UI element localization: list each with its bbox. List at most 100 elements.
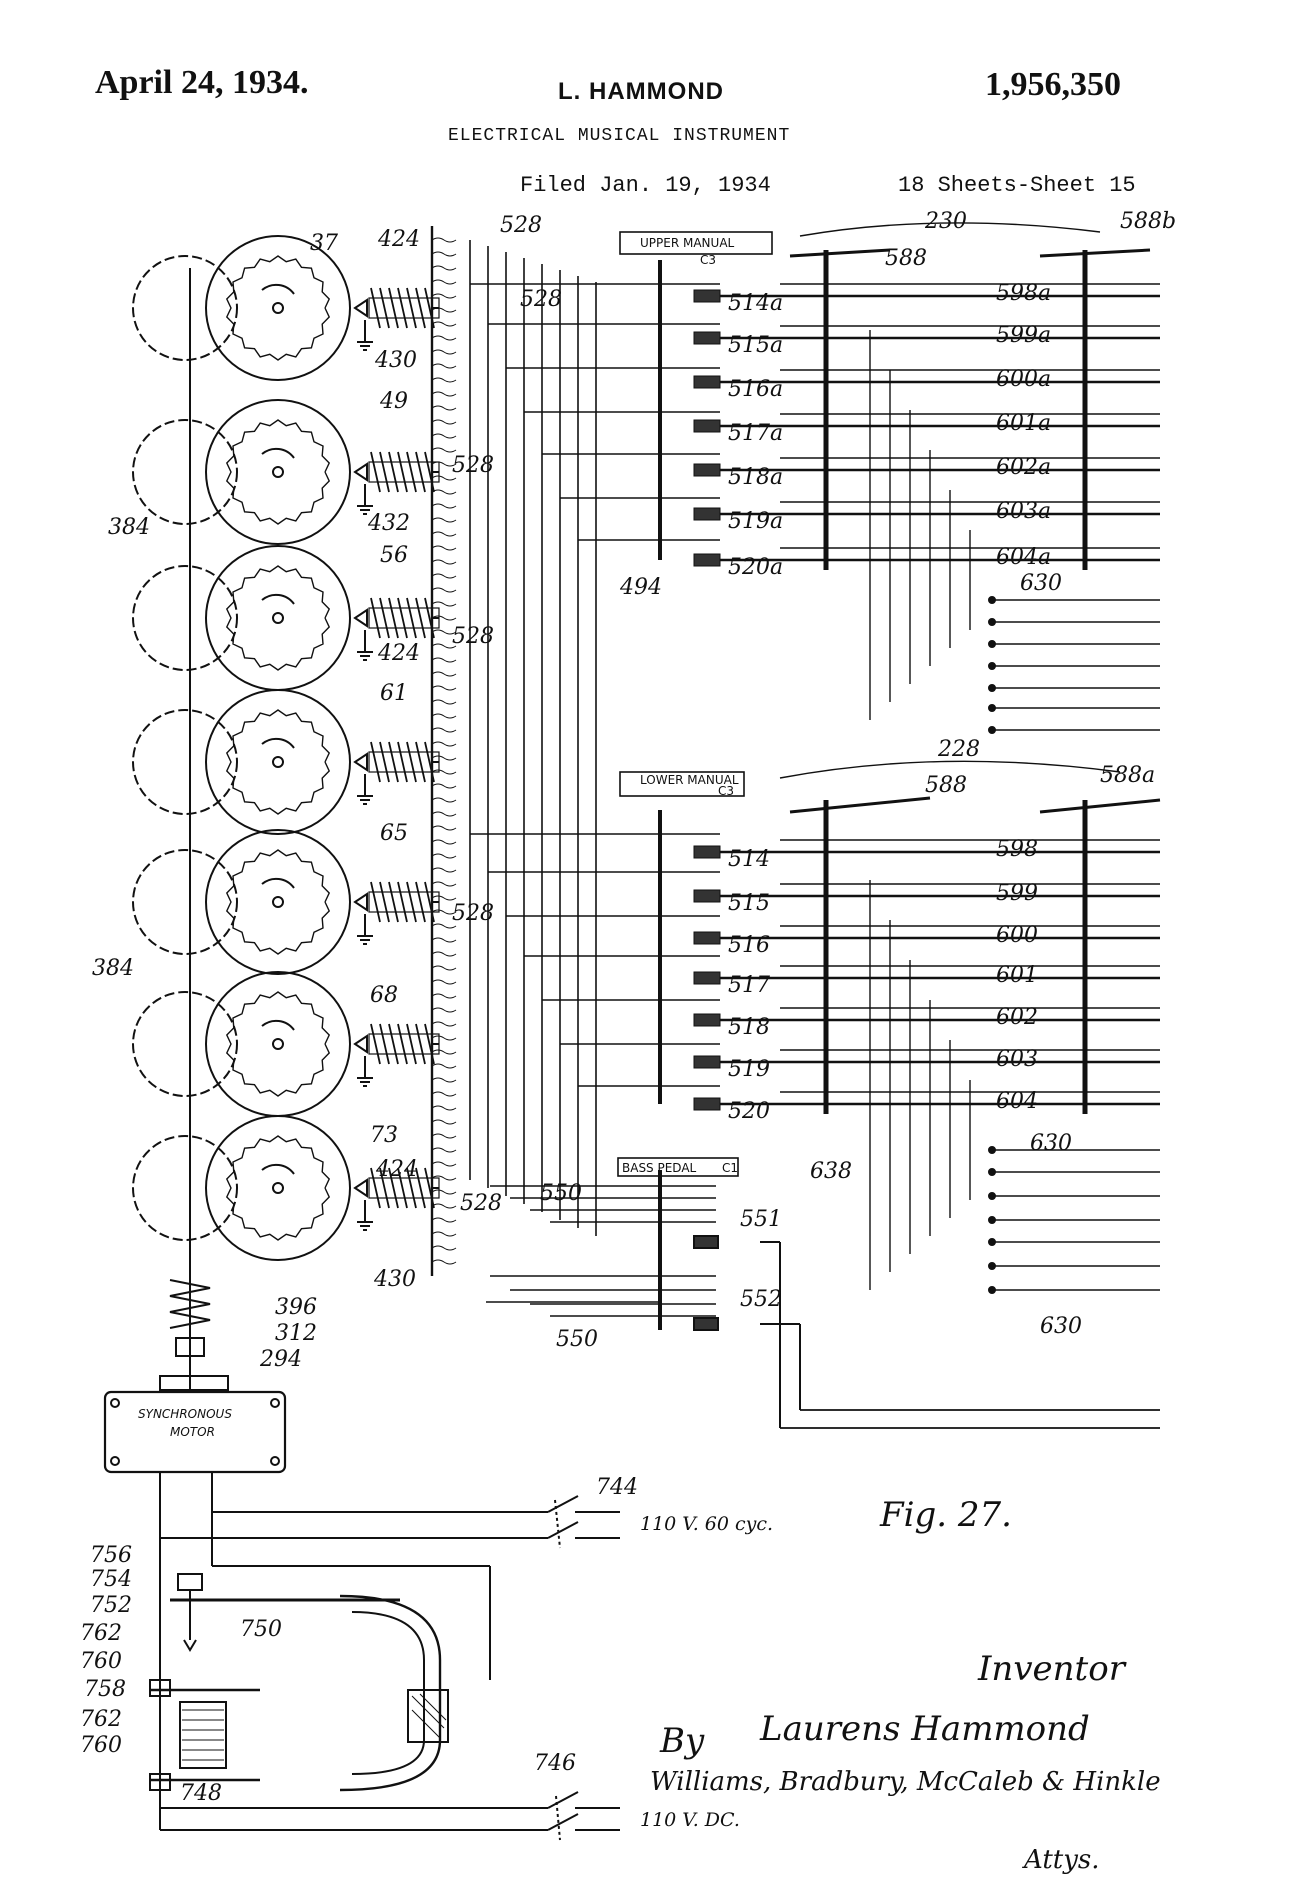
contact-block [693, 289, 721, 303]
pole-piece [353, 1178, 368, 1198]
resistor-tap [431, 797, 457, 803]
ref-430-top: 430 [374, 348, 417, 373]
gear-teeth [225, 565, 331, 671]
resistor-tap [431, 1161, 457, 1167]
pole-piece [353, 1034, 368, 1054]
tone-wheel [205, 235, 351, 381]
upper-contact-label: 519a [728, 509, 783, 534]
resistor-tap [431, 1105, 457, 1111]
gen-label-73: 73 [370, 1123, 398, 1148]
lever-arm [1039, 248, 1151, 258]
resistor-tap [431, 1217, 457, 1223]
mechanism-ref: 748 [180, 1781, 222, 1806]
tone-wheel [205, 545, 351, 691]
contact-block [693, 971, 721, 985]
ref-230: 230 [924, 209, 967, 234]
mechanism-ref: 760 [80, 1649, 122, 1674]
tone-wheel [205, 971, 351, 1117]
resistor-tap [431, 419, 457, 425]
mechanism-ref: 760 [80, 1733, 122, 1758]
upper-contact-label: 520a [728, 555, 783, 580]
lower-contact-label: 514 [728, 847, 770, 872]
resistor-tap [431, 1007, 457, 1013]
patent-date: April 24, 1934. [95, 64, 309, 101]
contact-block [693, 553, 721, 567]
bus-wiring [430, 226, 720, 1317]
patent-title: ELECTRICAL MUSICAL INSTRUMENT [448, 126, 791, 146]
resistor-tap [431, 699, 457, 705]
ref-550-top: 550 [540, 1181, 582, 1206]
resistor-tap [431, 573, 457, 579]
resistor-tap [431, 671, 457, 677]
drive-wheel [132, 419, 238, 525]
pickup-coil [370, 881, 435, 923]
resistor-tap [431, 937, 457, 943]
drive-wheel [132, 991, 238, 1097]
pickup-coil [370, 451, 435, 493]
resistor-tap [431, 1189, 457, 1195]
resistor-tap [431, 615, 457, 621]
wheel-arc [261, 593, 295, 605]
ground-symbol [357, 1200, 373, 1231]
lower-contact-label: 516 [728, 933, 770, 958]
resistor-tap [431, 405, 457, 411]
ref-384-bottom: 384 [92, 956, 134, 981]
pickup-coil [370, 1167, 435, 1209]
figure-label: Fig. 27. [879, 1495, 1012, 1535]
upper-contact-label: 514a [728, 291, 783, 316]
upper-bar-label: 602a [996, 455, 1051, 480]
resistor-tap [431, 839, 457, 845]
pole-piece [353, 752, 368, 772]
ref-746: 746 [534, 1751, 576, 1776]
wheel-hub [272, 1182, 284, 1194]
resistor-tap [431, 657, 457, 663]
junction [988, 1262, 996, 1270]
gear-teeth [225, 255, 331, 361]
tone-generator [132, 689, 440, 835]
resistor-tap [431, 601, 457, 607]
resistor-tap [431, 1119, 457, 1125]
resistor-tap [431, 993, 457, 999]
upper-bar-label: 599a [996, 323, 1051, 348]
resistor-tap [431, 685, 457, 691]
gen-label-61: 61 [380, 681, 408, 706]
pole-piece [353, 462, 368, 482]
ref-312: 312 [275, 1321, 317, 1346]
ref-528-a: 528 [500, 213, 542, 238]
brace-230 [799, 222, 1101, 237]
resistor-tap [431, 853, 457, 859]
brace-228 [779, 760, 1121, 779]
drive-wheel [132, 849, 238, 955]
resistor-tap [431, 769, 457, 775]
junction [988, 684, 996, 692]
wheel-hub [272, 756, 284, 768]
tone-generators [132, 235, 440, 1261]
resistor-tap [431, 881, 457, 887]
ref-588b: 588b [1120, 209, 1176, 234]
gen-label-37: 37 [310, 231, 338, 256]
resistor-tap [431, 895, 457, 901]
contact-block [693, 1013, 721, 1027]
resistor-tap [431, 489, 457, 495]
upper-manual-box: UPPER MANUAL C3 [619, 231, 773, 267]
power-wiring [159, 1472, 620, 1841]
resistor-tap [431, 1231, 457, 1237]
resistor-tap [431, 783, 457, 789]
manual-contacts [658, 222, 1161, 1429]
ref-528-d: 528 [452, 624, 494, 649]
bass-contact [693, 1317, 719, 1331]
lower-manual-note: C3 [718, 784, 734, 798]
junction [988, 596, 996, 604]
pole-piece [353, 608, 368, 628]
resistor-tap [431, 279, 457, 285]
mechanism-ref: 762 [80, 1707, 122, 1732]
upper-contact-label: 516a [728, 377, 783, 402]
sheet-count: 18 Sheets-Sheet 15 [898, 173, 1136, 198]
gear-teeth [225, 709, 331, 815]
lower-manual-label: LOWER MANUAL [640, 773, 739, 787]
upper-manual-note: C3 [700, 253, 716, 267]
pole-piece [353, 298, 368, 318]
resistor-tap [431, 923, 457, 929]
